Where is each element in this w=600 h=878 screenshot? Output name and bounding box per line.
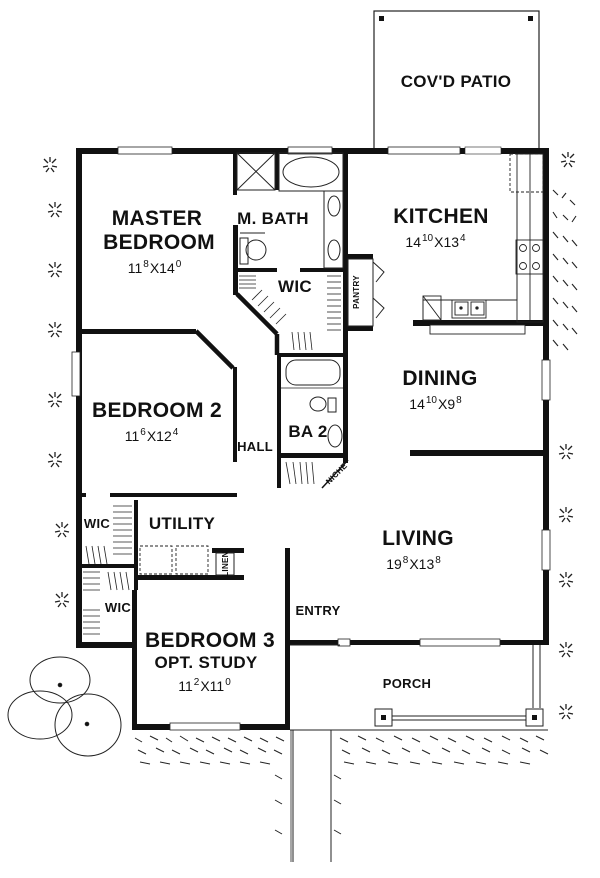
- room-label-bedroom-3: BEDROOM 3: [145, 629, 275, 652]
- room-dims-kitchen: 1410X134: [405, 233, 466, 250]
- room-label-bedroom-3-subtitle: OPT. STUDY: [154, 653, 258, 672]
- room-label-master-bedroom-line2: BEDROOM: [103, 231, 215, 254]
- room-label-linen: LINEN: [221, 551, 230, 577]
- room-label-entry: ENTRY: [295, 603, 341, 618]
- planting-bed: [134, 735, 549, 835]
- walkway: [292, 730, 332, 862]
- room-label-ba-2: BA 2: [288, 422, 328, 441]
- porch-structure: [290, 645, 548, 731]
- room-label-wic-master: WIC: [278, 277, 312, 296]
- room-label-kitchen: KITCHEN: [393, 205, 489, 228]
- tree-icon: [7, 656, 122, 757]
- room-dims-living: 198X138: [386, 555, 441, 572]
- kitchen-sink-icon: [451, 299, 487, 319]
- room-label-bedroom-2: BEDROOM 2: [92, 399, 222, 422]
- interior-walls: [76, 150, 545, 590]
- room-label-pantry: PANTRY: [352, 275, 361, 309]
- porch-column-icon: [381, 715, 386, 720]
- closet-shelving: [83, 505, 132, 635]
- closet-shelving: [285, 461, 315, 485]
- room-dims-bedroom-3: 112X110: [178, 677, 231, 694]
- porch-column-icon: [532, 715, 537, 720]
- toilet-icon: [309, 396, 337, 413]
- room-dims-master-bedroom: 118X140: [127, 259, 182, 276]
- room-label-dining: DINING: [402, 367, 478, 390]
- tub-enclosure: [278, 152, 344, 192]
- closet-shelving: [239, 275, 341, 351]
- room-label-porch: PORCH: [382, 676, 432, 691]
- sink-icon: [327, 239, 341, 261]
- room-label-living: LIVING: [382, 527, 454, 550]
- room-label-m-bath: M. BATH: [237, 209, 309, 228]
- room-label-wic-bedroom-3: WIC: [104, 600, 132, 615]
- room-label-master-bedroom-line1: MASTER: [111, 207, 203, 230]
- room-dims-bedroom-2: 116X124: [124, 427, 179, 444]
- angled-walls: [194, 292, 280, 370]
- cooktop-icon: [515, 239, 544, 275]
- patio-post-icon: [528, 16, 533, 21]
- washer-dryer-icon: [139, 545, 209, 575]
- niche-angle: [321, 459, 349, 489]
- toilet-icon: [239, 232, 267, 265]
- room-label-covd-patio: COV'D PATIO: [400, 72, 512, 91]
- hedge-icon: [552, 189, 578, 351]
- sink-icon: [327, 424, 343, 448]
- patio-post-icon: [379, 16, 384, 21]
- linen-closet: [215, 552, 235, 576]
- shower-icon: [236, 152, 276, 191]
- patio-door-opening: [464, 146, 502, 155]
- room-label-wic-bedroom-2: WIC: [83, 516, 111, 531]
- bathtub-icon: [282, 156, 340, 188]
- room-label-hall: HALL: [237, 439, 273, 454]
- shrub-icon: [42, 152, 576, 720]
- sink-icon: [327, 195, 341, 217]
- vanity-counter: [323, 190, 344, 269]
- windows: [71, 146, 551, 731]
- bathtub-icon: [285, 359, 341, 386]
- bar-counter: [429, 324, 526, 335]
- pantry-door-icon: [347, 258, 385, 327]
- room-label-utility: UTILITY: [148, 514, 216, 533]
- room-dims-dining: 1410X98: [409, 395, 462, 412]
